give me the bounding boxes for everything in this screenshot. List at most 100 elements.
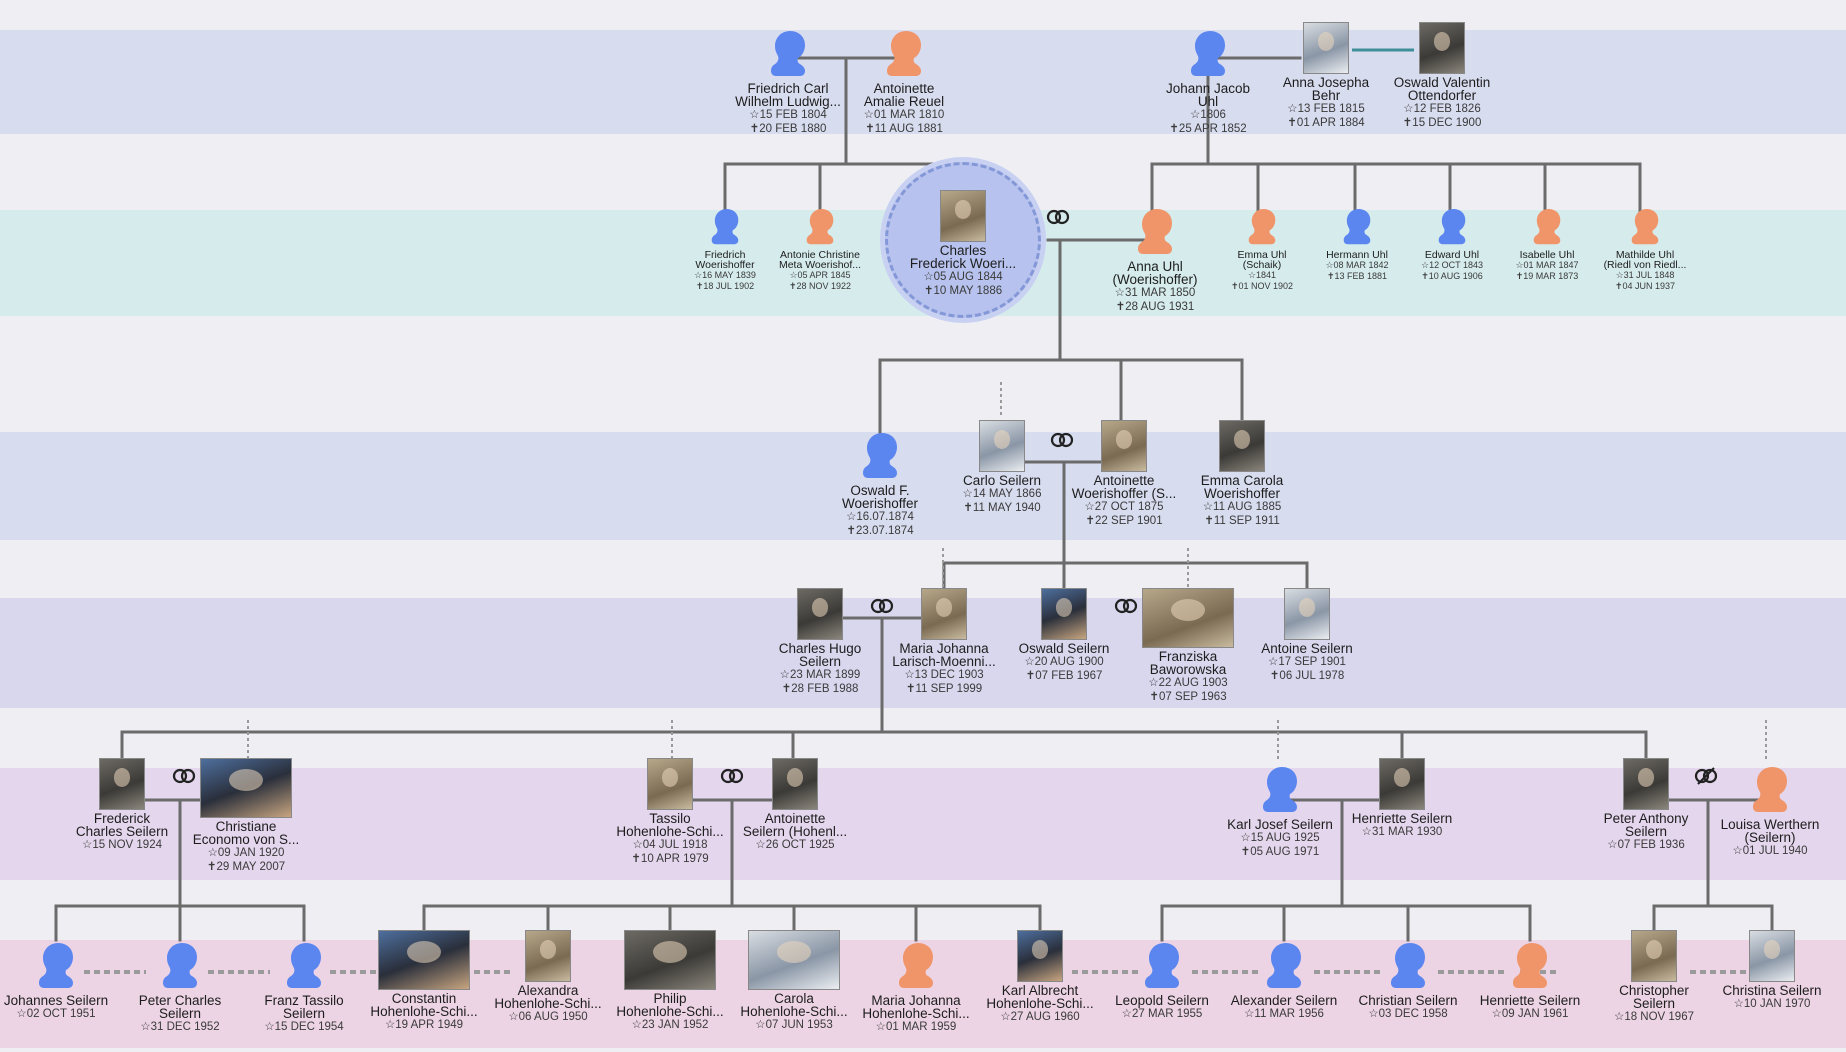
person-photo — [1041, 588, 1087, 640]
person-card[interactable]: Charles Hugo Seilern☆23 MAR 1899✝28 FEB … — [740, 588, 900, 696]
death-date: ✝04 JUN 1937 — [1615, 281, 1675, 292]
person-card[interactable]: Johannes Seilern☆02 OCT 1951 — [0, 940, 116, 1021]
person-photo — [979, 420, 1025, 472]
person-card[interactable]: Constantin Hohenlohe-Schi...☆19 APR 1949 — [344, 930, 504, 1032]
person-card[interactable]: Frederick Charles Seilern☆15 NOV 1924 — [42, 758, 202, 852]
person-card[interactable]: Maria Johanna Hohenlohe-Schi...☆01 MAR 1… — [836, 940, 996, 1034]
person-photo — [772, 758, 818, 810]
star-icon: ☆ — [1287, 103, 1298, 115]
person-name: Christian Seilern — [1358, 993, 1458, 1008]
marriage-rings-icon[interactable] — [1049, 431, 1075, 449]
person-photo — [624, 930, 716, 990]
person-card[interactable]: Franziska Baworowska☆22 AUG 1903✝07 SEP … — [1108, 588, 1268, 704]
star-icon: ☆ — [1732, 845, 1743, 857]
person-photo — [1419, 22, 1465, 74]
marriage-rings-icon[interactable] — [869, 597, 895, 615]
person-card[interactable]: Christiane Economo von S...☆09 JAN 1920✝… — [166, 758, 326, 874]
person-card[interactable]: Antoinette Amalie Reuel☆01 MAR 1810✝11 A… — [824, 28, 984, 136]
person-card[interactable]: Alexander Seilern☆11 MAR 1956 — [1204, 940, 1364, 1021]
person-card[interactable]: Anna Josepha Behr☆13 FEB 1815✝01 APR 188… — [1246, 22, 1406, 130]
person-card[interactable]: Tassilo Hohenlohe-Schi...☆04 JUL 1918✝10… — [590, 758, 750, 866]
male-silhouette-icon — [281, 940, 327, 992]
person-card[interactable]: Johann Jacob Uhl☆1806✝25 APR 1852 — [1128, 28, 1288, 136]
star-icon: ☆ — [1515, 260, 1524, 270]
person-card[interactable]: Carlo Seilern☆14 MAY 1866✝11 MAY 1940 — [922, 420, 1082, 515]
person-card[interactable]: Karl Josef Seilern☆15 AUG 1925✝05 AUG 19… — [1200, 764, 1360, 859]
star-icon: ☆ — [1148, 677, 1159, 689]
person-card[interactable]: Antoinette Seilern (Hohenl...☆26 OCT 192… — [715, 758, 875, 852]
person-card[interactable]: Emma Carola Woerishoffer☆11 AUG 1885✝11 … — [1162, 420, 1322, 528]
male-silhouette-icon — [1339, 206, 1375, 248]
star-icon: ☆ — [694, 270, 703, 280]
person-card[interactable]: Franz Tassilo Seilern☆15 DEC 1954 — [224, 940, 384, 1034]
star-icon: ☆ — [1000, 1011, 1011, 1023]
person-card[interactable]: Emma Uhl (Schaik)☆1841✝01 NOV 1902 — [1214, 206, 1310, 292]
person-card[interactable]: Christopher Seilern☆18 NOV 1967 — [1574, 930, 1734, 1024]
person-card[interactable]: Alexandra Hohenlohe-Schi...☆06 AUG 1950 — [468, 930, 628, 1024]
person-name: Antoinette Seilern (Hohenl... — [742, 811, 848, 839]
birth-date-text: 31 MAR 1930 — [1371, 826, 1443, 838]
person-name: Alexander Seilern — [1230, 993, 1338, 1008]
star-icon: ☆ — [962, 488, 973, 500]
person-card[interactable]: Peter Anthony Seilern☆07 FEB 1936 — [1566, 758, 1726, 852]
person-photo — [1623, 758, 1669, 810]
birth-date-text: 23 JAN 1952 — [641, 1019, 709, 1031]
person-card[interactable]: Henriette Seilern☆31 MAR 1930 — [1322, 758, 1482, 839]
focus-person-card[interactable]: Charles Frederick Woeri...☆05 AUG 1844✝1… — [883, 190, 1043, 298]
death-date-text: 23.07.1874 — [856, 525, 914, 537]
person-card[interactable]: Antoinette Woerishoffer (S...☆27 OCT 187… — [1044, 420, 1204, 528]
marriage-rings-icon[interactable] — [1045, 208, 1071, 226]
person-card[interactable]: Friedrich Woerishoffer☆16 MAY 1839✝18 JU… — [677, 206, 773, 292]
birth-date-text: 07 FEB 1936 — [1617, 839, 1685, 851]
person-card[interactable]: Mathilde Uhl (Riedl von Riedl...☆31 JUL … — [1597, 206, 1693, 292]
person-card[interactable]: Oswald F. Woerishoffer☆16.07.1874✝23.07.… — [800, 430, 960, 538]
person-name: Maria Johanna Hohenlohe-Schi... — [862, 993, 970, 1021]
person-card[interactable]: Isabelle Uhl☆01 MAR 1847✝19 MAR 1873 — [1499, 206, 1595, 282]
marriage-rings-icon[interactable] — [171, 767, 197, 785]
divorced-rings-icon[interactable] — [1693, 767, 1719, 785]
birth-date: ☆09 JAN 1961 — [1492, 1007, 1569, 1021]
person-card[interactable]: Maria Johanna Larisch-Moenni...☆13 DEC 1… — [864, 588, 1024, 696]
birth-date: ☆22 AUG 1903 — [1148, 676, 1227, 690]
birth-date: ☆15 FEB 1804 — [749, 108, 826, 122]
birth-date: ☆27 AUG 1960 — [1000, 1010, 1079, 1024]
birth-date: ☆15 NOV 1924 — [82, 838, 162, 852]
person-card[interactable]: Leopold Seilern☆27 MAR 1955 — [1082, 940, 1242, 1021]
person-name: Louisa Werthern (Seilern) — [1720, 817, 1820, 845]
birth-date: ☆05 AUG 1844 — [923, 270, 1002, 284]
person-card[interactable]: Hermann Uhl☆08 MAR 1842✝13 FEB 1881 — [1309, 206, 1405, 282]
person-card[interactable]: Carola Hohenlohe-Schi...☆07 JUN 1953 — [714, 930, 874, 1032]
person-card[interactable]: Antoine Seilern☆17 SEP 1901✝06 JUL 1978 — [1227, 588, 1387, 683]
birth-date-text: 11 MAR 1956 — [1254, 1008, 1324, 1020]
death-date: ✝15 DEC 1900 — [1403, 116, 1482, 130]
person-name: Henriette Seilern — [1351, 811, 1453, 826]
person-card[interactable]: Karl Albrecht Hohenlohe-Schi...☆27 AUG 1… — [960, 930, 1120, 1024]
marriage-rings-icon[interactable] — [1113, 597, 1139, 615]
person-name: Oswald Seilern — [1018, 641, 1110, 656]
person-photo — [1284, 588, 1330, 640]
death-date-text: 10 AUG 1906 — [1428, 271, 1483, 281]
person-card[interactable]: Christina Seilern☆10 JAN 1970 — [1692, 930, 1846, 1011]
birth-date: ☆31 JUL 1848 — [1616, 270, 1675, 281]
marriage-rings-icon[interactable] — [719, 767, 745, 785]
person-card[interactable]: Henriette Seilern☆09 JAN 1961 — [1450, 940, 1610, 1021]
female-silhouette-icon — [1747, 764, 1793, 816]
person-card[interactable]: Louisa Werthern (Seilern)☆01 JUL 1940 — [1690, 764, 1846, 858]
person-card[interactable]: Peter Charles Seilern☆31 DEC 1952 — [100, 940, 260, 1034]
person-card[interactable]: Friedrich Carl Wilhelm Ludwig...☆15 FEB … — [708, 28, 868, 136]
male-silhouette-icon — [1385, 940, 1431, 992]
death-date-text: 29 MAY 2007 — [216, 861, 286, 873]
person-card[interactable]: Anna Uhl (Woerishoffer)☆31 MAR 1850✝28 A… — [1075, 206, 1235, 314]
person-card[interactable]: Antonie Christine Meta Woerishof...☆05 A… — [772, 206, 868, 292]
person-card[interactable]: Edward Uhl☆12 OCT 1843✝10 AUG 1906 — [1404, 206, 1500, 282]
death-date-text: 10 MAY 1886 — [933, 285, 1003, 297]
death-date-text: 10 APR 1979 — [640, 853, 709, 865]
person-card[interactable]: Oswald Seilern☆20 AUG 1900✝07 FEB 1967 — [984, 588, 1144, 683]
birth-date: ☆17 SEP 1901 — [1268, 655, 1346, 669]
person-card[interactable]: Christian Seilern☆03 DEC 1958 — [1328, 940, 1488, 1021]
person-card[interactable]: Philip Hohenlohe-Schi...☆23 JAN 1952 — [590, 930, 750, 1032]
star-icon: ☆ — [264, 1021, 275, 1033]
person-card[interactable]: Oswald Valentin Ottendorfer☆12 FEB 1826✝… — [1362, 22, 1522, 130]
birth-date-text: 01 MAR 1847 — [1523, 260, 1579, 270]
